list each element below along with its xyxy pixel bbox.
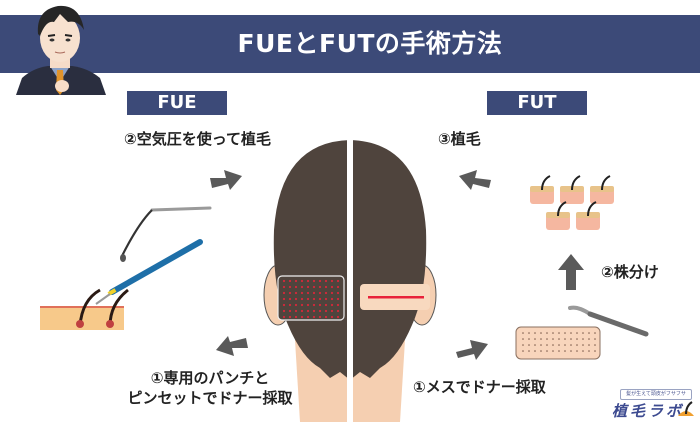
fue-punch-skin-illustration bbox=[40, 239, 203, 330]
title-banner bbox=[0, 15, 700, 73]
fue-tag: FUE bbox=[127, 91, 227, 115]
donor-strip-icon bbox=[515, 326, 601, 360]
tweezers-icon bbox=[120, 206, 212, 262]
head-back-illustration bbox=[263, 140, 437, 422]
logo-name: 植毛ラボ bbox=[612, 402, 685, 420]
page-title: FUEとFUTの手術方法 bbox=[237, 29, 503, 58]
mascot-avatar-icon bbox=[16, 5, 106, 95]
arrow-up-right-icon bbox=[210, 170, 242, 190]
fue-step2-label: ②空気圧を使って植毛 bbox=[124, 130, 271, 148]
arrow-up-icon bbox=[558, 254, 584, 290]
logo-subtitle: 髪が生えて頭皮がフサフサ bbox=[620, 389, 692, 400]
hair-logo-icon bbox=[678, 401, 694, 416]
fue-step1-label: ①専用のパンチと ピンセットでドナー採取 bbox=[120, 368, 300, 408]
hair-grafts-icon bbox=[530, 175, 614, 230]
fut-step1-label: ①メスでドナー採取 bbox=[413, 378, 546, 396]
fut-tag: FUT bbox=[487, 91, 587, 115]
arrow-up-left-icon bbox=[216, 336, 248, 356]
fue-punch-dots bbox=[282, 279, 340, 319]
fut-step3-label: ③植毛 bbox=[438, 130, 481, 148]
arrow-up-left-icon bbox=[459, 170, 491, 190]
fut-step2-label: ②株分け bbox=[601, 263, 659, 281]
fue-step1-line1: ①専用のパンチと bbox=[150, 369, 270, 387]
scalpel-icon bbox=[568, 305, 649, 337]
arrow-up-right-icon bbox=[456, 340, 488, 360]
fue-step1-line2: ピンセットでドナー採取 bbox=[127, 389, 293, 407]
